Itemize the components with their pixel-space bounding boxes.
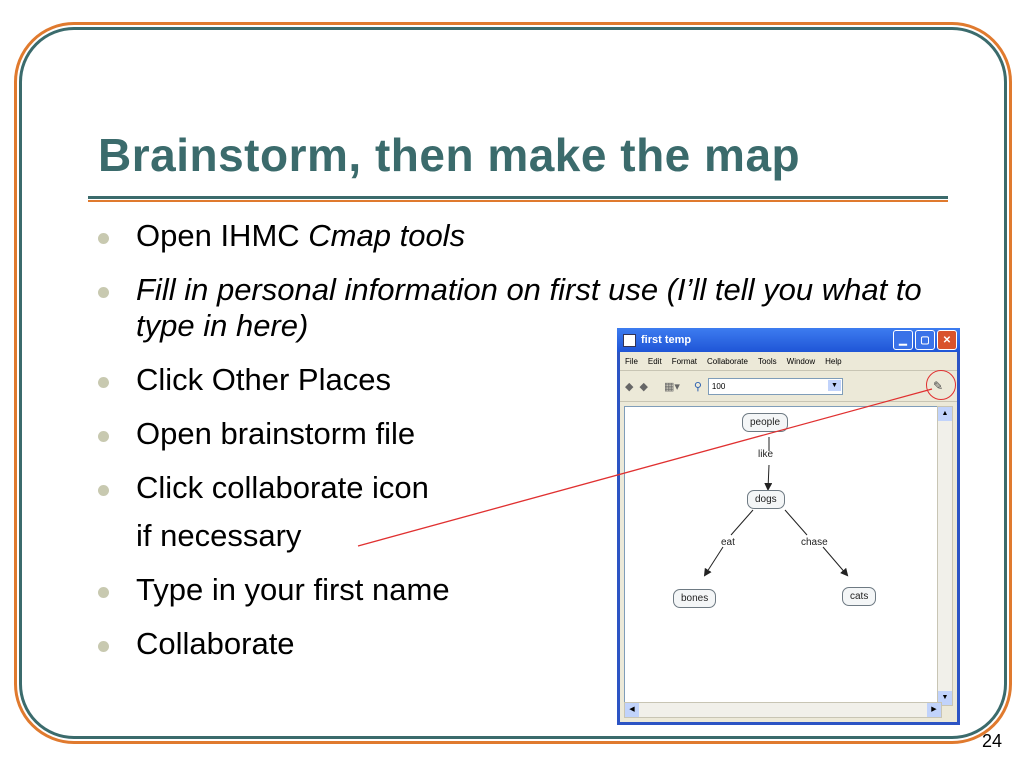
- bullet-first-name: Type in your first name: [98, 572, 958, 608]
- menu-file[interactable]: File: [625, 356, 638, 366]
- bullet-collaborate: Collaborate: [98, 626, 958, 662]
- bullet-open-cmap: Open IHMC Cmap tools: [98, 218, 958, 254]
- concept-node-dogs[interactable]: dogs: [747, 490, 785, 509]
- bullet-text: Collaborate: [136, 626, 295, 661]
- scroll-left-icon[interactable]: ◀: [625, 703, 639, 717]
- scroll-up-icon[interactable]: ▲: [938, 407, 952, 421]
- scroll-right-icon[interactable]: ▶: [927, 703, 941, 717]
- title-rule: [88, 196, 948, 199]
- scroll-down-icon[interactable]: ▼: [938, 691, 952, 705]
- link-arrow: [703, 546, 724, 577]
- slide-frame-inner: [19, 27, 1007, 739]
- title-rule-accent: [88, 200, 948, 202]
- bullet-other-places: Click Other Places: [98, 362, 958, 398]
- maximize-button[interactable]: ▢: [915, 330, 935, 350]
- bullet-fill-info: Fill in personal information on first us…: [98, 272, 936, 344]
- concept-node-cats[interactable]: cats: [842, 587, 877, 606]
- slide-frame-outer: [14, 22, 1012, 744]
- concept-map-canvas[interactable]: people like dogs eat chase bones cats: [624, 406, 942, 706]
- zoom-value: 100: [711, 381, 726, 391]
- concept-map-links: [703, 437, 849, 577]
- menu-window[interactable]: Window: [786, 356, 816, 366]
- window-controls: ▁ ▢ ✕: [893, 330, 957, 350]
- bullet-continuation: if necessary: [98, 518, 958, 554]
- close-button[interactable]: ✕: [937, 330, 957, 350]
- bullet-text: Open brainstorm file: [136, 416, 416, 451]
- menu-tools[interactable]: Tools: [757, 356, 777, 366]
- menu-collaborate[interactable]: Collaborate: [707, 356, 748, 366]
- link-label-chase[interactable]: chase: [801, 537, 828, 548]
- slide-title: Brainstorm, then make the map: [98, 129, 801, 181]
- link-line: [784, 509, 808, 536]
- link-line: [730, 509, 754, 536]
- horizontal-scrollbar[interactable]: ◀ ▶: [624, 702, 942, 718]
- zoom-icon: ⚲: [693, 380, 702, 393]
- toolbar: ◆ ◆ ▦▾ ⚲ 100 ▼: [620, 370, 957, 402]
- zoom-select[interactable]: 100 ▼: [707, 377, 843, 395]
- link-arrow: [822, 546, 849, 577]
- link-label-like[interactable]: like: [758, 449, 774, 460]
- menu-bar: File Edit Format Collaborate Tools Windo…: [620, 352, 957, 370]
- concept-node-bones[interactable]: bones: [673, 589, 717, 608]
- concept-node-people[interactable]: people: [742, 413, 789, 432]
- bullet-text: Open IHMC: [136, 218, 309, 253]
- bullet-text-italic: Cmap tools: [308, 218, 466, 253]
- bullet-text: Click Other Places: [136, 362, 391, 397]
- back-arrow-icon[interactable]: ◆: [625, 380, 634, 393]
- window-title: first temp: [641, 334, 692, 346]
- bullet-text-italic: Fill in personal information on first us…: [136, 272, 922, 343]
- forward-arrow-icon[interactable]: ◆: [639, 380, 648, 393]
- menu-edit[interactable]: Edit: [647, 356, 662, 366]
- bullet-text: if necessary: [136, 518, 302, 553]
- bullet-text: Type in your first name: [136, 572, 450, 607]
- link-label-eat[interactable]: eat: [721, 537, 735, 548]
- link-arrow: [764, 464, 773, 491]
- highlight-circle: [926, 370, 956, 400]
- view-menu-icon[interactable]: ▦▾: [663, 380, 680, 393]
- window-titlebar: first temp ▁ ▢ ✕: [617, 328, 960, 352]
- slide-number: 24: [981, 731, 1002, 751]
- cmap-window: first temp ▁ ▢ ✕ File Edit Format Collab…: [617, 328, 960, 725]
- menu-help[interactable]: Help: [825, 356, 842, 366]
- bullet-text: Click collaborate icon: [136, 470, 429, 505]
- vertical-scrollbar[interactable]: ▲ ▼: [937, 406, 953, 706]
- app-icon: [623, 333, 636, 347]
- chevron-down-icon[interactable]: ▼: [827, 379, 841, 391]
- menu-format[interactable]: Format: [671, 356, 698, 366]
- minimize-button[interactable]: ▁: [893, 330, 913, 350]
